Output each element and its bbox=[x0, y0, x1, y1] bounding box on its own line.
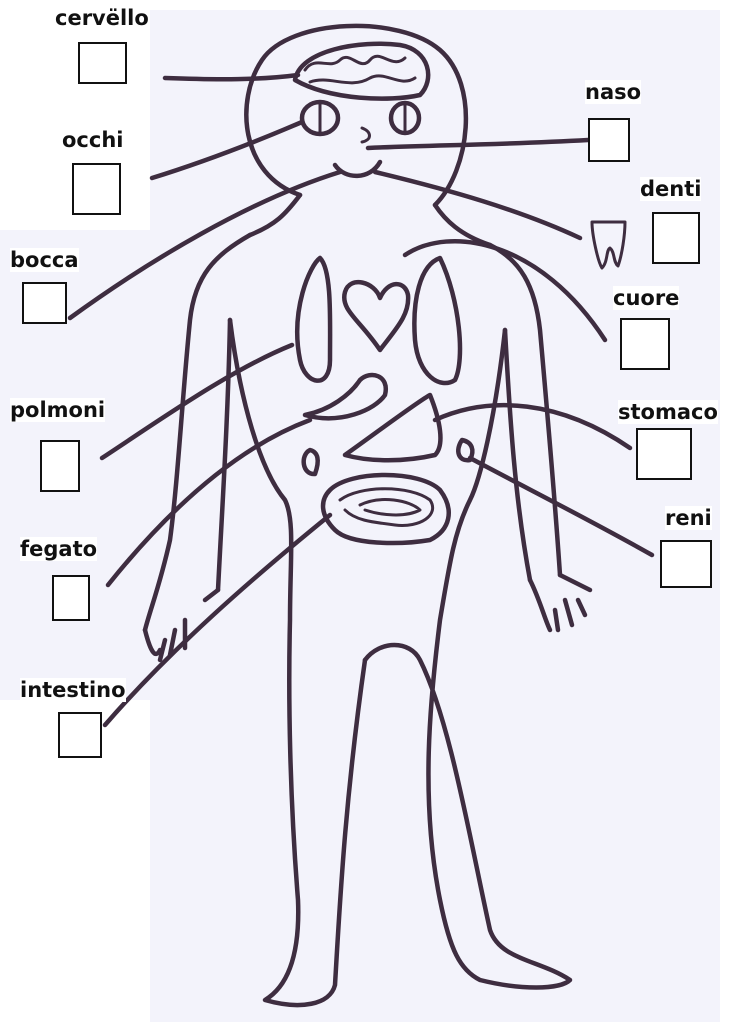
neck-right bbox=[435, 205, 490, 245]
checkbox-cervello[interactable] bbox=[78, 42, 127, 84]
label-cuore: cuore bbox=[613, 286, 679, 310]
checkbox-fegato[interactable] bbox=[52, 575, 90, 621]
left-inner-arm bbox=[218, 320, 230, 590]
neck-left bbox=[250, 195, 300, 235]
line-reni bbox=[470, 458, 652, 555]
label-polmoni: polmoni bbox=[10, 398, 105, 422]
label-reni: reni bbox=[665, 506, 712, 530]
checkbox-intestino[interactable] bbox=[58, 712, 102, 758]
right-hand bbox=[530, 575, 590, 630]
checkbox-naso[interactable] bbox=[588, 118, 630, 162]
label-cervello: cervëllo bbox=[55, 6, 149, 30]
checkbox-reni[interactable] bbox=[660, 540, 712, 588]
heart bbox=[344, 282, 408, 350]
checkbox-bocca[interactable] bbox=[22, 282, 67, 324]
left-lung bbox=[297, 258, 330, 381]
stomach bbox=[345, 395, 440, 460]
line-naso bbox=[368, 140, 588, 148]
label-bocca: bocca bbox=[10, 248, 79, 272]
label-stomaco: stomaco bbox=[618, 400, 718, 424]
brain-folds bbox=[305, 56, 415, 83]
brain-shape bbox=[295, 44, 428, 99]
torso-right bbox=[365, 330, 570, 988]
nose bbox=[362, 128, 370, 142]
intestine bbox=[323, 475, 449, 543]
checkbox-denti[interactable] bbox=[652, 212, 700, 264]
mouth bbox=[335, 162, 380, 176]
label-denti: denti bbox=[640, 177, 701, 201]
right-inner-arm bbox=[505, 330, 530, 580]
checkbox-polmoni[interactable] bbox=[40, 440, 80, 492]
checkbox-stomaco[interactable] bbox=[636, 428, 692, 480]
tooth-icon bbox=[592, 222, 625, 268]
label-fegato: fegato bbox=[20, 537, 97, 561]
label-naso: naso bbox=[585, 80, 641, 104]
label-intestino: intestino bbox=[20, 678, 126, 702]
line-denti bbox=[375, 172, 580, 238]
left-kidney bbox=[304, 450, 318, 474]
line-fegato bbox=[108, 420, 310, 585]
right-lung bbox=[414, 258, 460, 383]
left-shoulder-arm bbox=[145, 235, 250, 630]
intestine-coils bbox=[340, 489, 433, 526]
line-cervello bbox=[165, 75, 298, 79]
checkbox-cuore[interactable] bbox=[620, 318, 670, 370]
line-occhi bbox=[152, 122, 302, 178]
checkbox-occhi[interactable] bbox=[72, 163, 121, 215]
label-occhi: occhi bbox=[62, 128, 123, 152]
